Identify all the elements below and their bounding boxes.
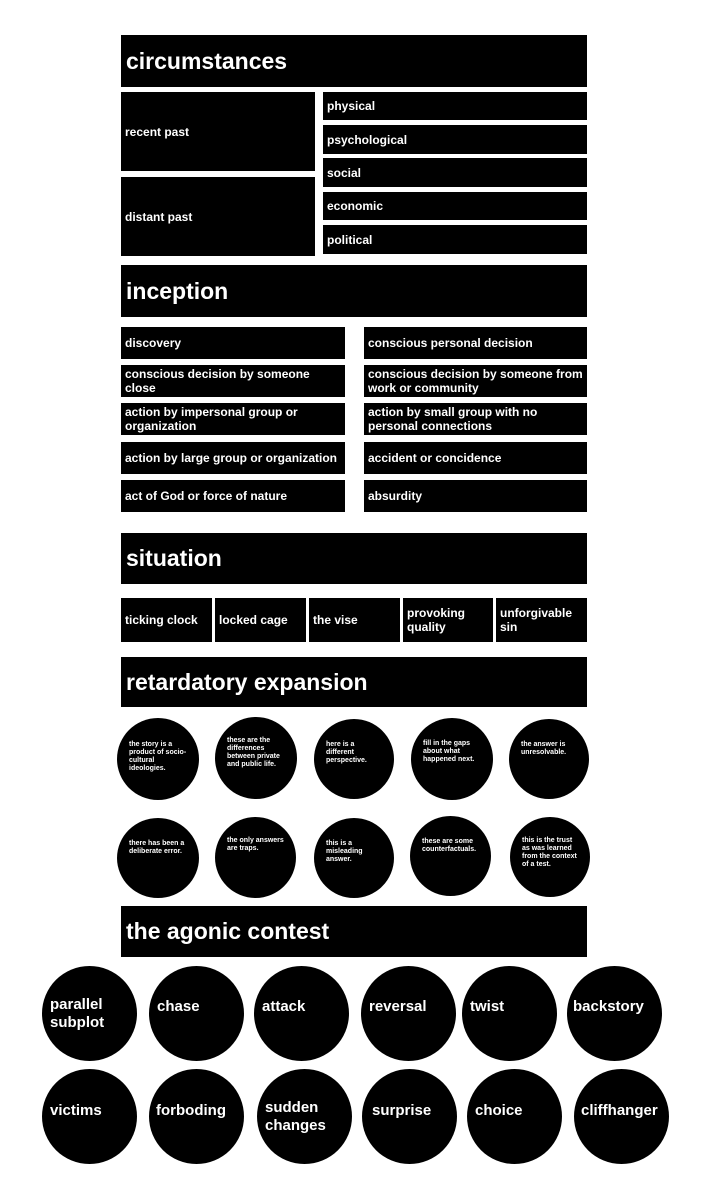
retardatory-text-2-2: the only answers are traps. bbox=[227, 837, 284, 852]
situation-header: situation bbox=[121, 533, 587, 584]
inception-left-3: action by impersonal group or organizati… bbox=[121, 403, 345, 435]
aspect-box-psychological: psychological bbox=[323, 125, 587, 154]
agonic-text-twist: twist bbox=[470, 998, 505, 1015]
agonic-text-victims: victims bbox=[50, 1102, 102, 1119]
agonic-circle-surprise: surprise bbox=[362, 1069, 457, 1164]
retardatory-circle-1-5: the answer is unresolvable. bbox=[509, 719, 589, 799]
agonic-text-cliffhanger: cliffhanger bbox=[581, 1102, 658, 1119]
agonic-circle-forboding: forboding bbox=[149, 1069, 244, 1164]
inception-left-1: discovery bbox=[121, 327, 345, 359]
retardatory-text-1-3: here is a different perspective. bbox=[326, 741, 367, 764]
aspect-box-economic: economic bbox=[323, 192, 587, 220]
inception-right-5: absurdity bbox=[364, 480, 587, 512]
inception-right-1: conscious personal decision bbox=[364, 327, 587, 359]
agonic-circle-victims: victims bbox=[42, 1069, 137, 1164]
inception-left-4: action by large group or organization bbox=[121, 442, 345, 474]
retardatory-circle-1-4: fill in the gaps about what happened nex… bbox=[411, 718, 493, 800]
retardatory-circle-2-3: this is a misleading answer. bbox=[314, 818, 394, 898]
time-box-recent-past: recent past bbox=[121, 92, 315, 171]
retardatory-circle-1-3: here is a different perspective. bbox=[314, 719, 394, 799]
situation-box-locked-cage: locked cage bbox=[215, 598, 306, 642]
situation-box-unforgivable-sin: unforgivable sin bbox=[496, 598, 587, 642]
situation-box-the-vise: the vise bbox=[309, 598, 400, 642]
retardatory-circle-1-1: the story is a product of socio-cultural… bbox=[117, 718, 199, 800]
agonic-circle-sudden-changes: sudden changes bbox=[257, 1069, 352, 1164]
retardatory-text-1-1: the story is a product of socio-cultural… bbox=[129, 741, 187, 772]
retardatory-text-1-5: the answer is unresolvable. bbox=[521, 741, 567, 756]
agonic-text-surprise: surprise bbox=[372, 1102, 432, 1119]
retardatory-circle-1-2: these are the differences between privat… bbox=[215, 717, 297, 799]
inception-left-5: act of God or force of nature bbox=[121, 480, 345, 512]
inception-right-3: action by small group with no personal c… bbox=[364, 403, 587, 435]
retardatory-circle-2-5: this is the trust as was learned from th… bbox=[510, 817, 590, 897]
agonic-circle-choice: choice bbox=[467, 1069, 562, 1164]
agonic-circle-attack: attack bbox=[254, 966, 349, 1061]
agonic-text-reversal: reversal bbox=[369, 998, 427, 1015]
retardatory-text-2-4: these are some counterfactuals. bbox=[422, 838, 477, 853]
inception-header: inception bbox=[121, 265, 587, 317]
inception-left-2: conscious decision by someone close bbox=[121, 365, 345, 397]
retardatory-text-2-3: this is a misleading answer. bbox=[326, 840, 363, 863]
aspect-box-physical: physical bbox=[323, 92, 587, 120]
circumstances-header: circumstances bbox=[121, 35, 587, 87]
aspect-box-social: social bbox=[323, 158, 587, 187]
agonic-text-backstory: backstory bbox=[573, 998, 644, 1015]
aspect-box-political: political bbox=[323, 225, 587, 254]
agonic-circle-twist: twist bbox=[462, 966, 557, 1061]
agonic-circle-reversal: reversal bbox=[361, 966, 456, 1061]
retardatory-circle-2-2: the only answers are traps. bbox=[215, 817, 296, 898]
inception-right-4: accident or concidence bbox=[364, 442, 587, 474]
retardatory-text-2-5: this is the trust as was learned from th… bbox=[522, 837, 577, 868]
situation-box-provoking-quality: provoking quality bbox=[403, 598, 493, 642]
retardatory-circle-2-4: these are some counterfactuals. bbox=[410, 816, 491, 896]
agonic-text-chase: chase bbox=[157, 998, 200, 1015]
agonic-text-forboding: forboding bbox=[156, 1102, 226, 1119]
retardatory-text-2-1: there has been a deliberate error. bbox=[129, 840, 185, 855]
inception-right-2: conscious decision by someone from work … bbox=[364, 365, 587, 397]
agonic-text-choice: choice bbox=[475, 1102, 523, 1119]
retardatory-text-1-2: these are the differences between privat… bbox=[227, 737, 280, 768]
agonic-header: the agonic contest bbox=[121, 906, 587, 957]
agonic-circle-backstory: backstory bbox=[567, 966, 662, 1061]
agonic-circle-parallel-subplot: parallel subplot bbox=[42, 966, 137, 1061]
retardatory-text-1-4: fill in the gaps about what happened nex… bbox=[423, 740, 475, 763]
agonic-text-attack: attack bbox=[262, 998, 306, 1015]
agonic-circle-cliffhanger: cliffhanger bbox=[574, 1069, 669, 1164]
retardatory-header: retardatory expansion bbox=[121, 657, 587, 707]
time-box-distant-past: distant past bbox=[121, 177, 315, 256]
agonic-circle-chase: chase bbox=[149, 966, 244, 1061]
situation-box-ticking-clock: ticking clock bbox=[121, 598, 212, 642]
retardatory-circle-2-1: there has been a deliberate error. bbox=[117, 818, 199, 898]
